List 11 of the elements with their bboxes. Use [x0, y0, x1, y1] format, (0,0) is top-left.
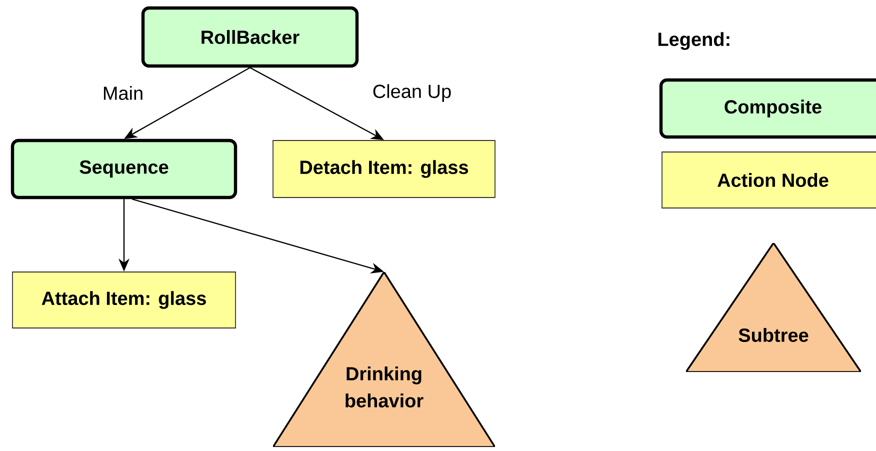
composite-box: RollBacker [141, 6, 359, 68]
action-box: Attach Item: glass [12, 272, 236, 328]
edge-label: Main [101, 85, 145, 101]
edge-label: Clean Up [371, 83, 453, 103]
legend-composite-box: Composite [659, 78, 876, 139]
subtree-triangle: Drinking behavior [273, 272, 495, 447]
action-box: Detach Item: glass [272, 140, 496, 198]
legend-heading: Legend: [658, 32, 730, 50]
legend-action-box: Action Node [662, 152, 876, 208]
composite-box: Sequence [10, 138, 238, 200]
legend-subtree-triangle: Subtree [686, 243, 861, 372]
